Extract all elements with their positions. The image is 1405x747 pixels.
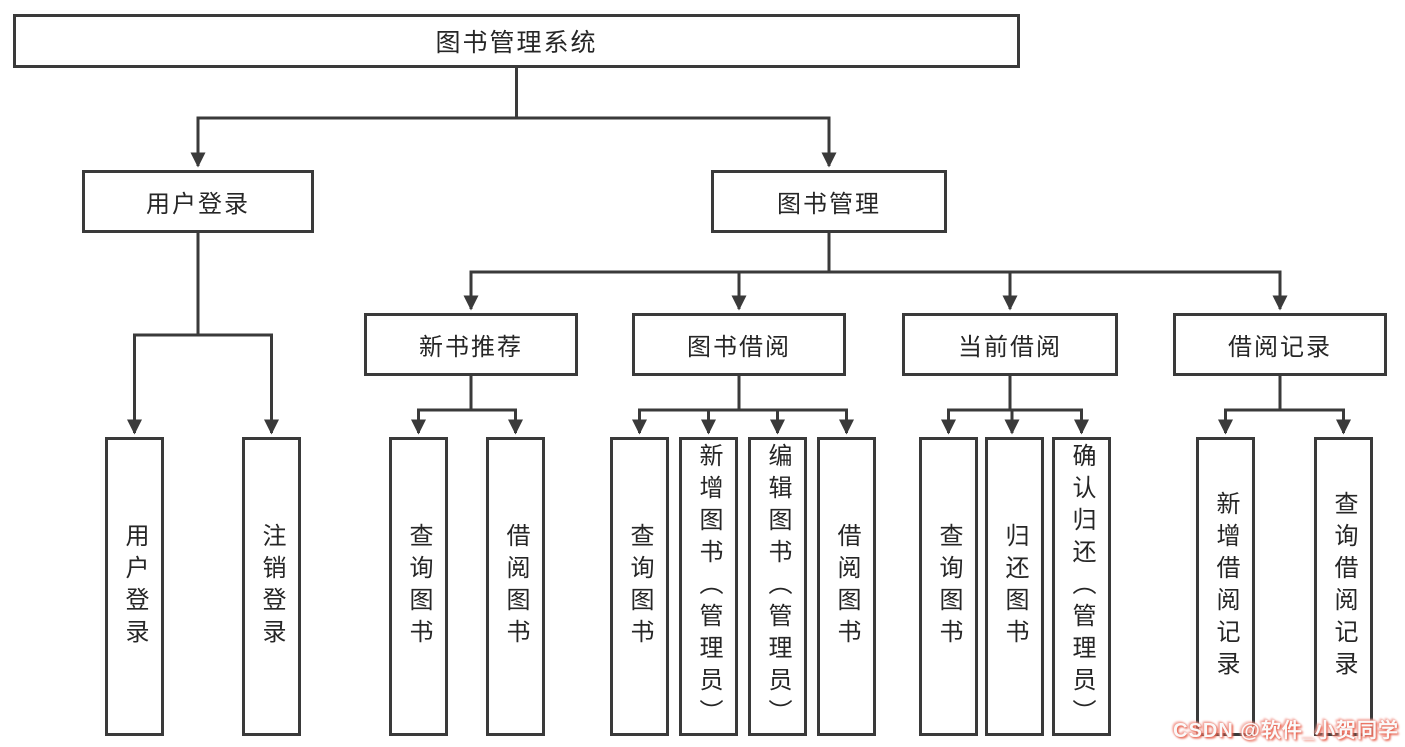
leaf-user-login: 用户登录: [105, 437, 164, 736]
connectors-book-borrow-children: [632, 376, 854, 435]
connectors-current-borrow-children: [941, 376, 1089, 435]
connector-bm-borrow-records: [827, 233, 1288, 311]
connector-bm-book-borrow: [731, 233, 831, 311]
connector-bb-leaf3: [737, 376, 785, 435]
node-book-borrow: 图书借阅: [632, 313, 846, 376]
leaf-confirm-return-admin: 确认归还（管理员）: [1052, 437, 1111, 736]
connectors-user-login-children: [127, 233, 279, 435]
node-user-login: 用户登录: [82, 170, 314, 233]
connector-bb-leaf2: [701, 376, 741, 435]
connector-br-leaf2: [1278, 376, 1351, 435]
leaf-query-books-current: 查询图书: [919, 437, 978, 736]
csdn-watermark: CSDN @软件_小贺同学: [1173, 720, 1399, 742]
connector-br-leaf1: [1218, 376, 1282, 435]
connector-nb-leaf2: [469, 376, 523, 435]
connector-user-login-leaf1: [127, 233, 200, 435]
leaf-query-books-borrow: 查询图书: [610, 437, 669, 736]
connector-cb-leaf3: [1008, 376, 1089, 435]
connector-cb-leaf1: [941, 376, 1012, 435]
connectors-root-to-level2: [190, 68, 837, 168]
leaf-borrow-books: 借阅图书: [817, 437, 876, 736]
leaf-return-books: 归还图书: [985, 437, 1044, 736]
node-new-book-recommend: 新书推荐: [364, 313, 578, 376]
connector-root-user-login: [190, 68, 518, 168]
connector-nb-leaf1: [411, 376, 473, 435]
connectors-book-management-children: [463, 233, 1288, 311]
connector-root-book-management: [515, 68, 837, 168]
connector-user-login-leaf2: [196, 233, 279, 435]
leaf-edit-books-admin: 编辑图书（管理员）: [748, 437, 807, 736]
node-current-borrow: 当前借阅: [902, 313, 1118, 376]
node-borrow-records: 借阅记录: [1173, 313, 1387, 376]
leaf-logout-login: 注销登录: [242, 437, 301, 736]
node-book-management: 图书管理: [711, 170, 947, 233]
connectors-borrow-records-children: [1218, 376, 1351, 435]
leaf-query-books-recommend: 查询图书: [389, 437, 448, 736]
leaf-add-borrow-record: 新增借阅记录: [1196, 437, 1255, 736]
node-root-library-system: 图书管理系统: [13, 14, 1020, 68]
connectors-new-book-children: [411, 376, 523, 435]
leaf-add-books-admin: 新增图书（管理员）: [679, 437, 738, 736]
leaf-query-borrow-record: 查询借阅记录: [1314, 437, 1373, 736]
connector-bb-leaf4: [737, 376, 854, 435]
connector-bb-leaf1: [632, 376, 741, 435]
leaf-borrow-books-recommend: 借阅图书: [486, 437, 545, 736]
